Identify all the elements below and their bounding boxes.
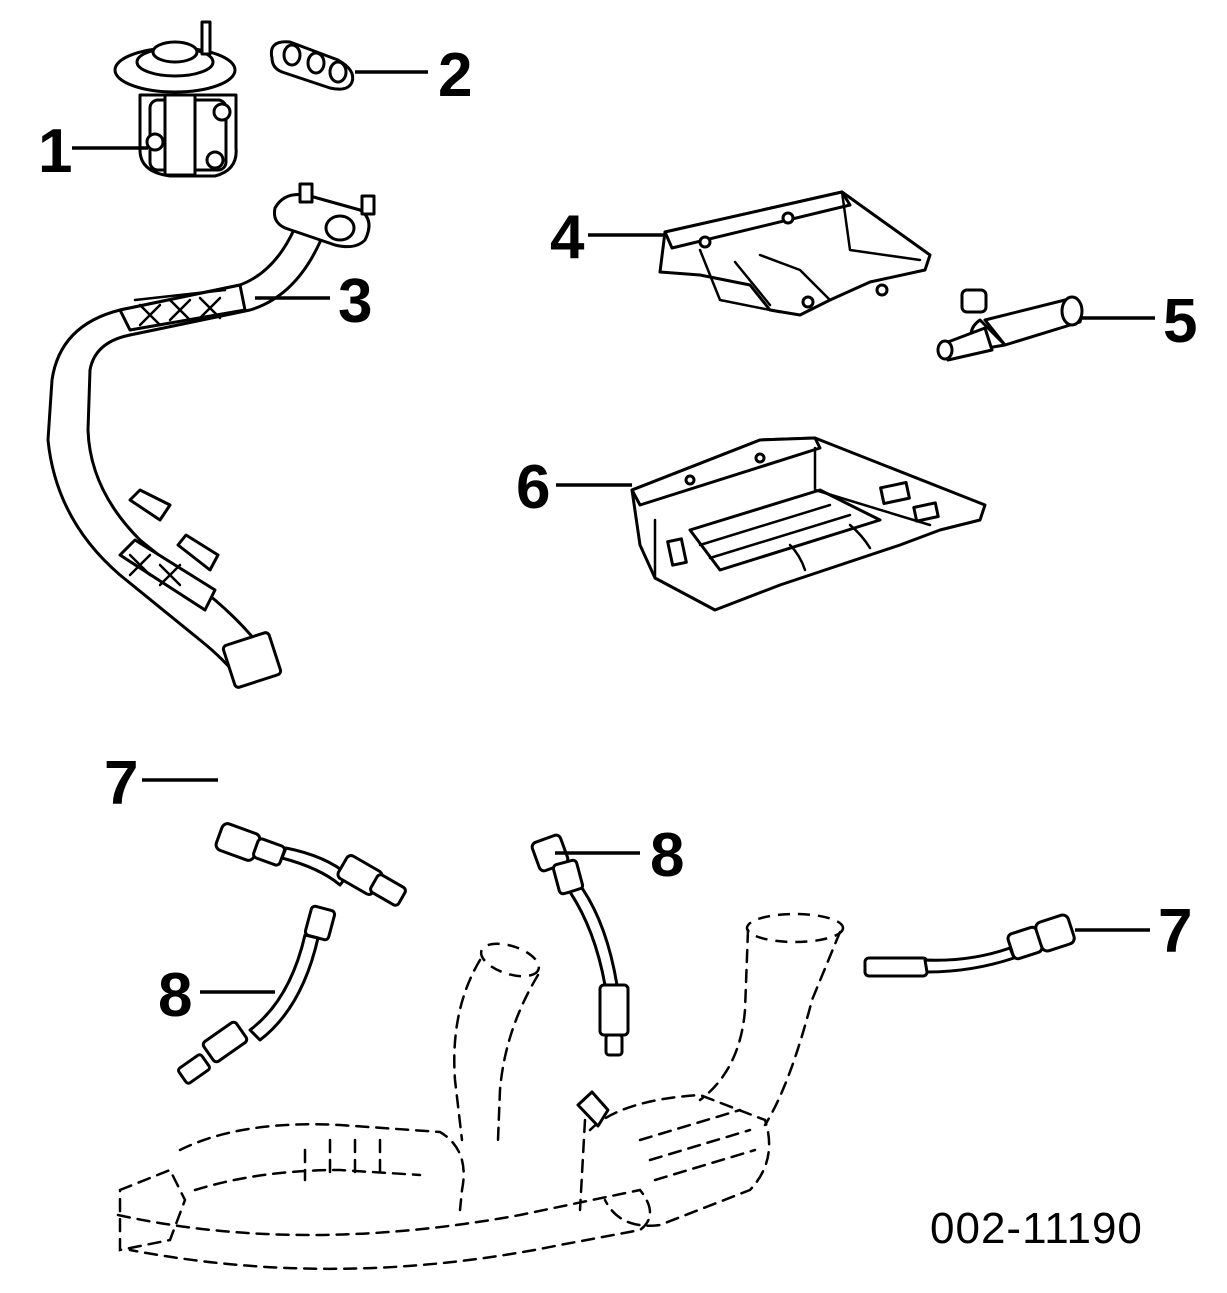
part-1-egr-valve	[113, 20, 238, 178]
part-7-oxygen-sensor-downstream	[863, 913, 1076, 978]
part-6-control-module-tray	[630, 436, 987, 612]
callout-leaders	[72, 70, 1155, 994]
part-2-gasket	[269, 40, 355, 91]
part-8-oxygen-sensor-center	[530, 833, 630, 1057]
part-8-oxygen-sensor-left	[177, 904, 337, 1085]
part-3-egr-tube	[46, 182, 376, 689]
callout-numbers: 1 2 3 4 5 6 7 8 7 8	[38, 41, 1197, 1030]
callout-2: 2	[438, 41, 472, 110]
diagram-code: 002-11190	[930, 1204, 1143, 1253]
callout-7-right: 7	[1158, 897, 1192, 966]
callout-8-left: 8	[158, 961, 192, 1030]
callout-4: 4	[550, 203, 585, 272]
callout-6: 6	[516, 453, 550, 522]
callout-5: 5	[1163, 287, 1197, 356]
callout-3: 3	[338, 267, 372, 336]
part-5-vacuum-solenoid	[936, 288, 1084, 362]
callout-8-center: 8	[650, 821, 684, 890]
part-7-oxygen-sensor-upstream	[214, 822, 407, 907]
exhaust-catalytic-converter-phantom	[116, 912, 845, 1271]
callout-7-upper: 7	[104, 749, 138, 818]
callout-1: 1	[38, 117, 72, 186]
part-4-control-module	[658, 190, 932, 317]
